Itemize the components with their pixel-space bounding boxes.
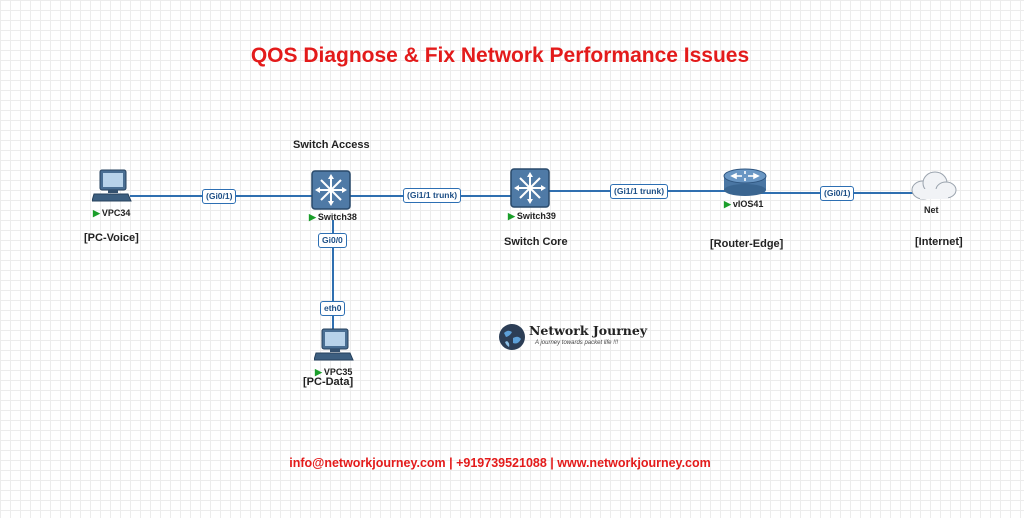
node-label-vpc35: ▶VPC35 [315, 367, 353, 377]
node-label-vpc34: ▶VPC34 [93, 208, 131, 218]
port-label-gi1-1-trunk: (Gi1/1 trunk) [403, 188, 462, 203]
router-icon[interactable] [722, 166, 768, 203]
role-label-router-edge: [Router-Edge] [710, 238, 784, 250]
pc-icon[interactable] [313, 327, 354, 368]
pc-icon[interactable] [91, 168, 132, 209]
multilayer-switch-icon[interactable] [311, 170, 351, 215]
cloud-icon[interactable] [908, 170, 958, 207]
node-label-switch39: ▶Switch39 [508, 211, 556, 221]
role-label-internet: [Internet] [915, 236, 963, 248]
node-label-switch38: ▶Switch38 [309, 212, 357, 222]
role-label-switch-access: Switch Access [293, 139, 370, 151]
contact-footer: info@networkjourney.com | +919739521088 … [289, 456, 711, 470]
diagram-title: QOS Diagnose & Fix Network Performance I… [250, 44, 750, 67]
node-label-net: Net [924, 205, 939, 215]
logo-subtitle: A journey towards packet life !!! [535, 340, 619, 346]
port-label-gi1-1-trunk-core: (Gi1/1 trunk) [610, 184, 669, 199]
role-label-pc-data: [PC-Data] [303, 376, 354, 388]
role-label-switch-core: Switch Core [504, 236, 568, 248]
status-running-icon: ▶ [508, 211, 515, 221]
multilayer-switch-icon[interactable] [510, 168, 550, 213]
link-switch38-vpc35 [332, 220, 334, 330]
port-label-gi0-0: Gi0/0 [318, 233, 347, 248]
status-running-icon: ▶ [93, 208, 100, 218]
status-running-icon: ▶ [309, 212, 316, 222]
port-label-gi0-1-edge: (Gi0/1) [820, 186, 855, 201]
node-label-vios41: ▶vIOS41 [724, 199, 764, 209]
logo-title: Network Journey [529, 323, 648, 338]
role-label-pc-voice: [PC-Voice] [84, 232, 139, 244]
globe-logo-icon [498, 323, 526, 356]
port-label-eth0: eth0 [320, 301, 346, 316]
status-running-icon: ▶ [724, 199, 731, 209]
status-running-icon: ▶ [315, 367, 322, 377]
port-label-gi0-1: (Gi0/1) [202, 189, 237, 204]
